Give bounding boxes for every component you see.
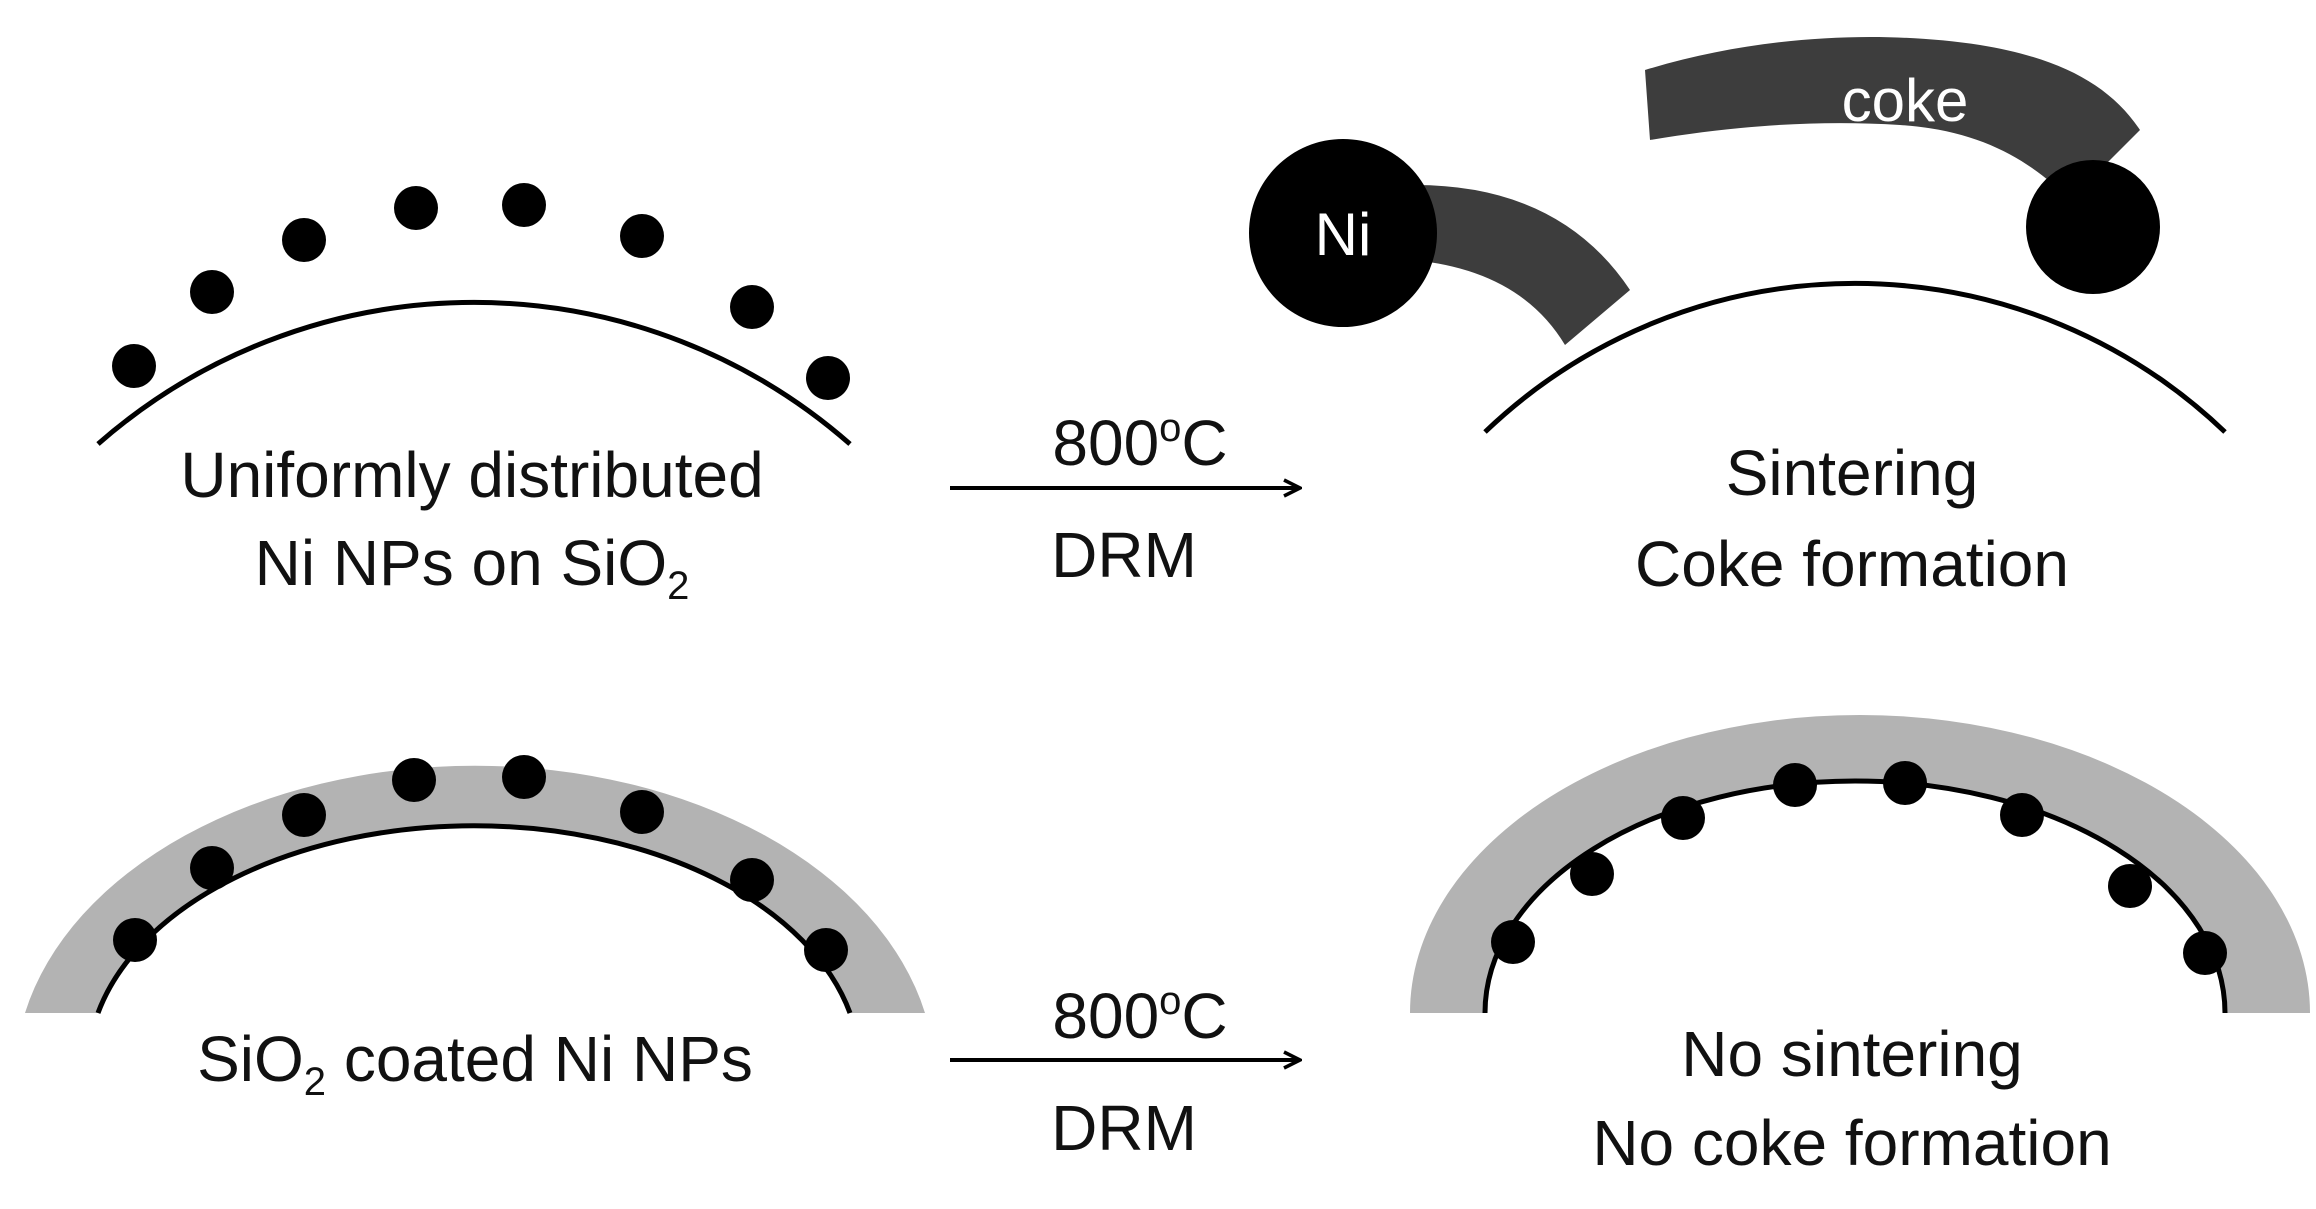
ni-nanoparticles	[1491, 761, 2227, 975]
silica-support-surface	[95, 823, 853, 1014]
ni-nanoparticle	[806, 356, 850, 400]
ni-nanoparticle	[113, 918, 157, 962]
ni-nanoparticle	[620, 790, 664, 834]
top-left-caption-line1: Uniformly distributed	[180, 439, 763, 511]
ni-nanoparticle	[502, 183, 546, 227]
ni-nanoparticle	[1491, 920, 1535, 964]
ni-nanoparticle	[190, 846, 234, 890]
bottom-right-caption-line1: No sintering	[1681, 1018, 2023, 1090]
sintered-ni-particle	[1249, 139, 1437, 327]
top-left-particle	[96, 183, 852, 446]
ni-particle-label: Ni	[1315, 201, 1372, 268]
ni-nanoparticle	[282, 793, 326, 837]
ni-nanoparticles	[112, 183, 850, 400]
top-right-caption-line1: Sintering	[1726, 437, 1979, 509]
ni-nanoparticles	[113, 755, 848, 972]
bottom-reaction-arrow: 800oC DRM	[950, 979, 1300, 1164]
ni-nanoparticle	[1883, 761, 1927, 805]
ni-nanoparticle	[392, 758, 436, 802]
coke-filament-tail	[1412, 185, 1630, 345]
silica-coating-layer	[25, 765, 925, 1013]
top-reaction-arrow: 800oC DRM	[950, 406, 1300, 591]
ni-nanoparticle	[502, 755, 546, 799]
top-right-particle: Ni coke	[1249, 37, 2227, 434]
bottom-left-particle	[25, 755, 925, 1014]
silica-support-surface	[1482, 778, 2228, 1014]
bottom-right-caption-line2: No coke formation	[1592, 1107, 2111, 1179]
ni-nanoparticle	[730, 858, 774, 902]
ni-nanoparticle	[282, 218, 326, 262]
ni-nanoparticle	[394, 186, 438, 230]
top-left-caption-line2: Ni NPs on SiO2	[255, 527, 690, 608]
ni-nanoparticle	[804, 928, 848, 972]
bottom-arrow-process: DRM	[1051, 1092, 1197, 1164]
ni-nanoparticle	[2108, 864, 2152, 908]
bottom-left-caption: SiO2 coated Ni NPs	[197, 1023, 753, 1104]
ni-nanoparticle	[190, 270, 234, 314]
ni-nanoparticle	[1661, 796, 1705, 840]
ni-nanoparticle	[1773, 763, 1817, 807]
ni-nanoparticle	[1570, 852, 1614, 896]
silica-support-surface	[1483, 281, 2227, 434]
top-right-caption-line2: Coke formation	[1635, 528, 2069, 600]
ni-nanoparticle	[620, 214, 664, 258]
silica-coating-layer	[1410, 715, 2310, 1013]
silica-support-surface	[96, 299, 852, 446]
ni-nanoparticle	[112, 344, 156, 388]
ni-nanoparticle	[2000, 793, 2044, 837]
bottom-arrow-temperature: 800oC	[1052, 979, 1227, 1052]
top-arrow-temperature: 800oC	[1052, 406, 1227, 479]
coke-label: coke	[1842, 67, 1969, 134]
ni-nanoparticle	[2183, 931, 2227, 975]
top-arrow-process: DRM	[1051, 519, 1197, 591]
ni-nanoparticle	[730, 285, 774, 329]
sintered-ni-particle	[2026, 160, 2160, 294]
bottom-right-particle	[1410, 715, 2310, 1014]
coke-filament-band	[1645, 37, 2140, 201]
